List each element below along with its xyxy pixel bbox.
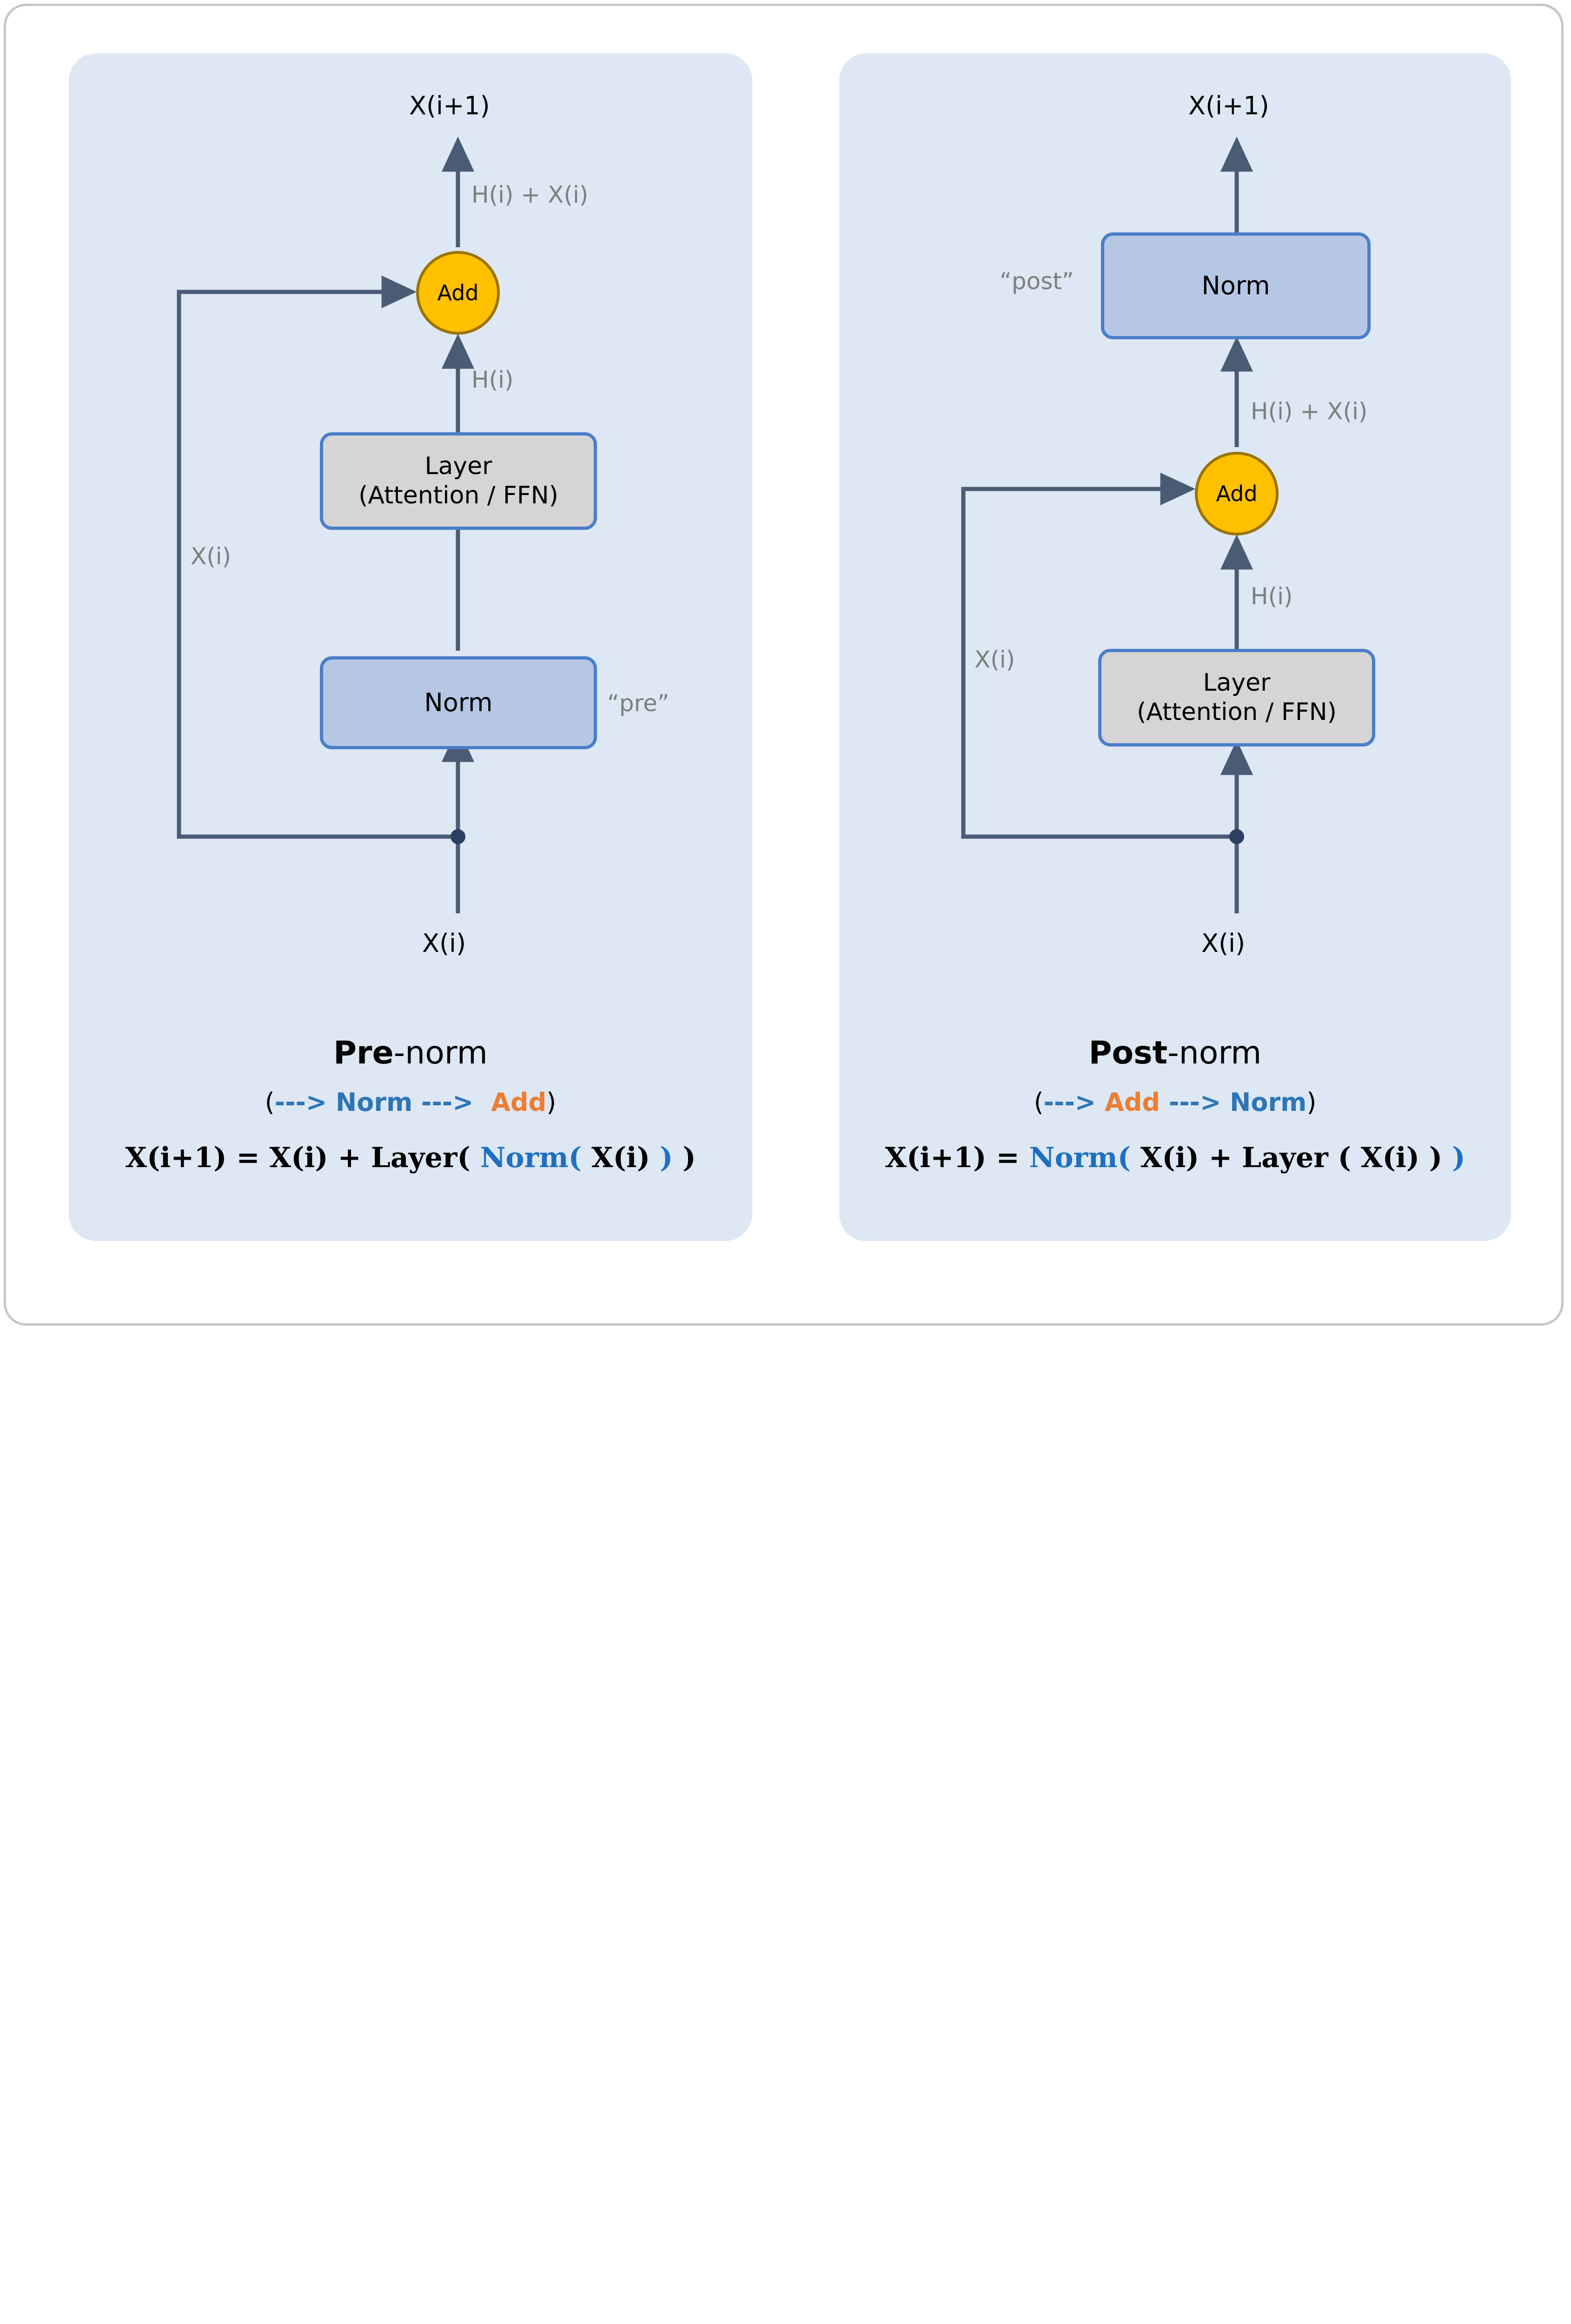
add-node-label: Add — [1216, 481, 1258, 506]
input-label-post: X(i) — [1201, 929, 1246, 958]
caption-title-rest-pre: -norm — [393, 1035, 488, 1071]
flow-first-pre: Norm — [336, 1088, 413, 1117]
caption-formula-pre-part-0: X(i+1) = X(i) + Layer( — [125, 1142, 471, 1174]
flow-first-post: Add — [1104, 1088, 1160, 1117]
caption-formula-pre: X(i+1) = X(i) + Layer( Norm( X(i) ) ) — [69, 1142, 752, 1174]
norm-node-label: Norm — [1201, 271, 1270, 301]
layer-node-post[interactable]: Layer (Attention / FFN) — [1098, 649, 1375, 746]
edge-label-add-out-pre: H(i) + X(i) — [471, 181, 589, 208]
flow-arrow1-pre: ---> — [274, 1088, 327, 1117]
norm-node-post[interactable]: Norm — [1101, 232, 1371, 339]
caption-formula-post-part-2: X(i) + Layer ( X(i) ) — [1130, 1142, 1452, 1174]
footer: Pre-norm 和 Post-norm © 《大模型算法》作者——余昌叶（原书… — [0, 1284, 1571, 1333]
residual-label-pre: X(i) — [191, 543, 232, 570]
flow-open-paren-pre: ( — [265, 1088, 275, 1117]
norm-tag-post: “post” — [1000, 268, 1074, 295]
flow-close-paren-pre: ) — [546, 1088, 557, 1117]
layer-node-line2: (Attention / FFN) — [358, 482, 558, 509]
layer-node-line1: Layer — [1203, 668, 1271, 697]
caption-title-post: Post-norm — [839, 1035, 1511, 1071]
flow-second-post: Norm — [1230, 1088, 1307, 1117]
norm-node-label: Norm — [424, 688, 493, 718]
caption-flow-pre: (---> Norm ---> Add) — [69, 1088, 752, 1117]
flow-open-paren-post: ( — [1034, 1088, 1044, 1117]
edge-label-layer-out-pre: H(i) — [471, 366, 514, 393]
caption-flow-post: (---> Add ---> Norm) — [839, 1088, 1511, 1117]
input-label-pre: X(i) — [422, 929, 466, 958]
layer-node-pre[interactable]: Layer (Attention / FFN) — [320, 432, 597, 530]
edge-label-layer-out-post: H(i) — [1251, 583, 1293, 610]
caption-formula-pre-part-3: ) — [659, 1142, 673, 1174]
residual-label-post: X(i) — [974, 646, 1015, 673]
norm-tag-pre: “pre” — [607, 690, 669, 717]
flow-arrow2-pre: ---> — [421, 1088, 474, 1117]
caption-formula-pre-part-2: X(i) — [582, 1142, 660, 1174]
caption-formula-post-part-1: Norm( — [1029, 1142, 1131, 1174]
flow-arrow2-post: ---> — [1168, 1088, 1221, 1117]
add-node-label: Add — [437, 280, 479, 305]
add-node-post[interactable]: Add — [1195, 452, 1279, 535]
layer-node-line2: (Attention / FFN) — [1137, 698, 1337, 726]
caption-formula-pre-part-1: Norm( — [470, 1142, 582, 1174]
caption-formula-post-part-0: X(i+1) = — [885, 1142, 1029, 1174]
output-label-post: X(i+1) — [1188, 91, 1269, 120]
add-node-pre[interactable]: Add — [416, 251, 500, 335]
norm-node-pre[interactable]: Norm — [320, 656, 597, 749]
caption-title-pre: Pre-norm — [69, 1035, 752, 1071]
caption-title-strong-pre: Pre — [333, 1035, 394, 1071]
flow-close-paren-post: ) — [1306, 1088, 1317, 1117]
layer-node-line1: Layer — [424, 452, 492, 480]
flow-second-pre: Add — [491, 1088, 547, 1117]
caption-formula-post: X(i+1) = Norm( X(i) + Layer ( X(i) ) ) — [839, 1142, 1511, 1174]
caption-formula-post-part-3: ) — [1452, 1142, 1465, 1174]
caption-title-rest-post: -norm — [1167, 1035, 1262, 1071]
flow-arrow1-post: ---> — [1043, 1088, 1096, 1117]
output-label-pre: X(i+1) — [409, 91, 490, 120]
caption-title-strong-post: Post — [1088, 1035, 1168, 1071]
edge-label-add-out-post: H(i) + X(i) — [1251, 398, 1368, 425]
caption-formula-pre-part-4: ) — [673, 1142, 696, 1174]
